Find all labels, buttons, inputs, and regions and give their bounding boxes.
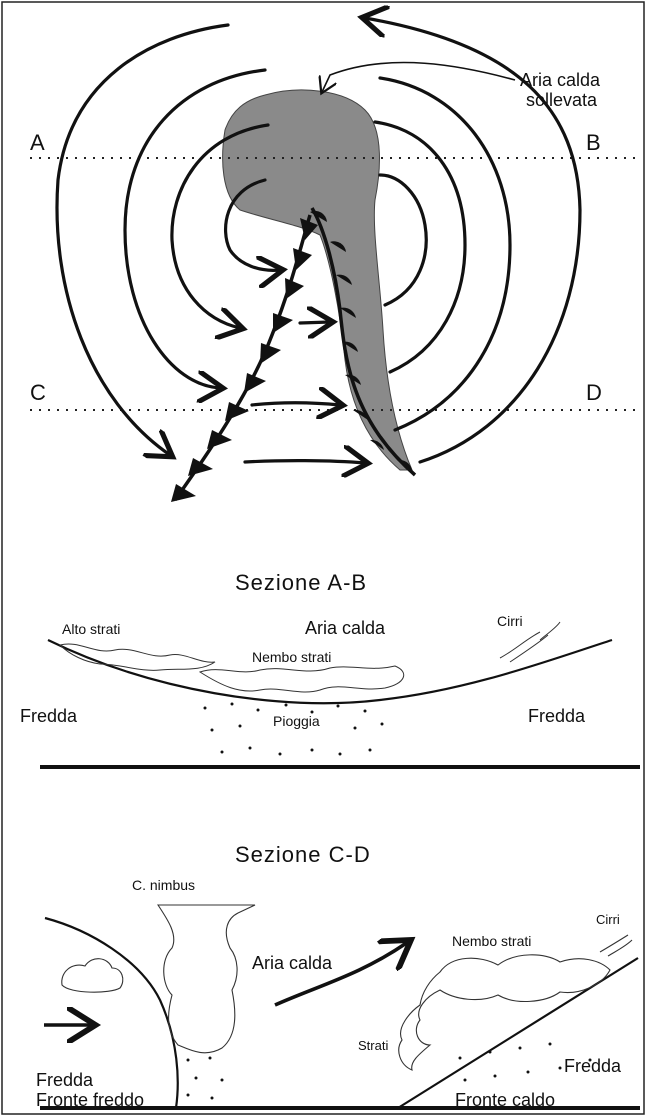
circulation-arrow-ring2-right: [380, 78, 510, 430]
warm-sector-shading: [223, 90, 412, 470]
ab-label-pioggia: Pioggia: [273, 713, 320, 729]
section-ab: Sezione A-B: [40, 570, 640, 767]
cd-label-aria-calda: Aria calda: [252, 953, 333, 973]
cd-label-strati: Strati: [358, 1038, 388, 1053]
ab-alto-strati-cloud: [60, 644, 215, 670]
section-label-d: D: [586, 380, 602, 405]
cd-small-cloud: [62, 959, 123, 992]
section-label-a: A: [30, 130, 45, 155]
section-cd: Sezione C-D: [40, 842, 640, 1108]
cd-cumulonimbus-cloud: [158, 905, 255, 1053]
cd-label-cirri: Cirri: [596, 912, 620, 927]
ab-nembo-strati-cloud: [200, 666, 404, 692]
ab-label-alto-strati: Alto strati: [62, 621, 120, 637]
section-cd-title: Sezione C-D: [235, 842, 371, 867]
ab-label-nembo-strati: Nembo strati: [252, 649, 331, 665]
warm-air-lifted-label-line1: Aria calda: [520, 70, 601, 90]
warm-flow-arrow-1: [300, 322, 330, 323]
cd-warm-air-lift-arrow: [275, 942, 408, 1005]
ab-rain-dots: [204, 703, 384, 756]
ab-label-cirri: Cirri: [497, 613, 523, 629]
cd-cirri-cloud: [600, 935, 632, 956]
ab-label-fredda-right: Fredda: [528, 706, 586, 726]
ab-label-fredda-left: Fredda: [20, 706, 78, 726]
cd-label-fronte-caldo: Fronte caldo: [455, 1090, 555, 1110]
warm-flow-arrow-2: [252, 403, 340, 405]
section-label-b: B: [586, 130, 601, 155]
circulation-arrow-ring4-right: [380, 175, 426, 305]
cd-nembo-strati-cloud: [399, 955, 610, 1070]
section-label-c: C: [30, 380, 46, 405]
cd-label-fronte-freddo: Fronte freddo: [36, 1090, 144, 1110]
section-ab-title: Sezione A-B: [235, 570, 367, 595]
cd-label-nembo-strati: Nembo strati: [452, 933, 531, 949]
cold-front-line: [175, 215, 310, 500]
cd-label-fredda-left: Fredda: [36, 1070, 94, 1090]
ab-label-aria-calda: Aria calda: [305, 618, 386, 638]
cd-cold-rain-dots: [187, 1057, 224, 1100]
warm-flow-arrow-3: [245, 461, 365, 463]
warm-air-lifted-label-line2: sollevata: [526, 90, 598, 110]
cd-label-fredda-right: Fredda: [564, 1056, 622, 1076]
cd-label-c-nimbus: C. nimbus: [132, 877, 195, 893]
circulation-arrow-ring3-right: [375, 122, 465, 372]
